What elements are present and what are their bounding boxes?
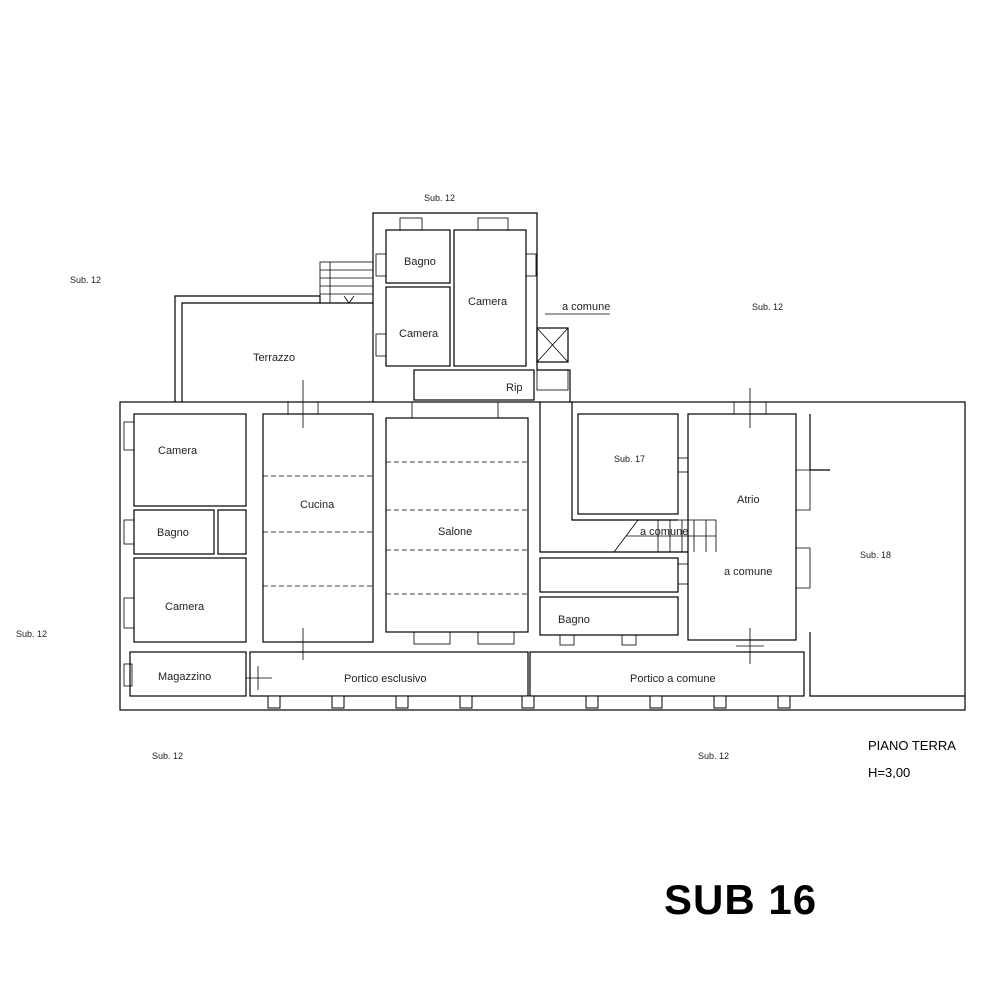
left-rooms — [123, 413, 247, 697]
label-a-comune-stair: a comune — [640, 526, 688, 538]
label-sub12-left-top: Sub. 12 — [70, 275, 101, 285]
sheet-title: SUB 16 — [664, 876, 818, 923]
label-sub12-bottom-right: Sub. 12 — [698, 751, 729, 761]
sub17-room — [577, 413, 679, 515]
label-sub17: Sub. 17 — [614, 454, 645, 464]
ceiling-height-label: H=3,00 — [868, 765, 911, 780]
portico — [246, 651, 805, 709]
top-wing-rooms — [375, 217, 537, 401]
top-stair — [319, 261, 374, 304]
label-camera-top-left: Camera — [399, 328, 439, 340]
label-a-comune-atrio: a comune — [724, 566, 772, 578]
label-magazzino: Magazzino — [158, 671, 211, 683]
salone-column — [385, 402, 529, 645]
floor-level-label: PIANO TERRA — [868, 738, 956, 753]
label-portico-comune: Portico a comune — [630, 673, 716, 685]
label-cucina: Cucina — [300, 499, 335, 511]
label-bagno-center: Bagno — [558, 614, 590, 626]
label-bagno-left: Bagno — [157, 527, 189, 539]
label-rip: Rip — [506, 382, 523, 394]
label-a-comune-top: a comune — [562, 301, 610, 313]
label-camera-left-2: Camera — [165, 601, 205, 613]
label-camera-top-right: Camera — [468, 296, 508, 308]
elevator — [536, 313, 610, 391]
kitchen-column — [262, 380, 374, 660]
label-terrazzo: Terrazzo — [253, 352, 295, 364]
label-salone: Salone — [438, 526, 472, 538]
label-sub12-top: Sub. 12 — [424, 193, 455, 203]
label-camera-left-1: Camera — [158, 445, 198, 457]
corridor — [539, 402, 688, 646]
label-sub18: Sub. 18 — [860, 550, 891, 560]
atrio-room — [677, 388, 797, 664]
label-portico-esclusivo: Portico esclusivo — [344, 673, 427, 685]
label-bagno-top: Bagno — [404, 256, 436, 268]
labels: Sub. 12 Sub. 12 Sub. 12 Sub. 12 Sub. 12 … — [16, 193, 891, 761]
sub18-room — [796, 414, 965, 697]
label-sub12-bottom-left: Sub. 12 — [152, 751, 183, 761]
label-sub12-left: Sub. 12 — [16, 629, 47, 639]
label-sub12-right-top: Sub. 12 — [752, 302, 783, 312]
label-atrio: Atrio — [737, 494, 760, 506]
central-stair — [613, 519, 717, 553]
